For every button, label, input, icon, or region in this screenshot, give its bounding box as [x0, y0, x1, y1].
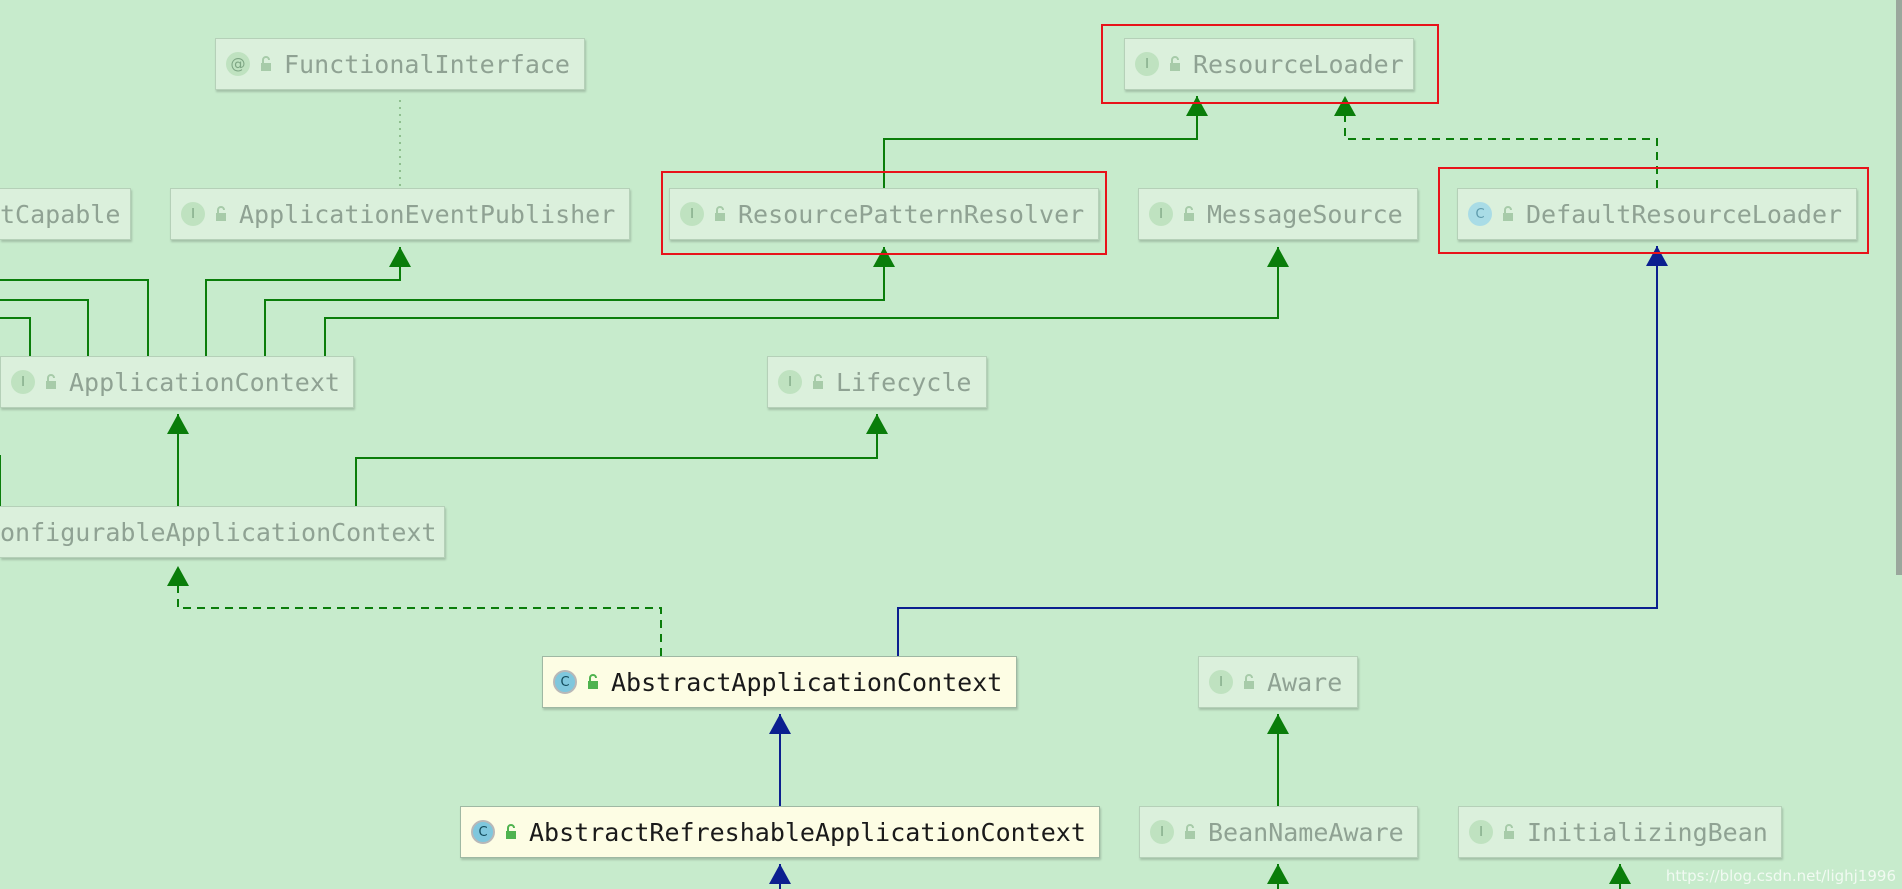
edge-appcontext-to-messagesource-arrowhead: [1267, 247, 1289, 267]
edge-beannameaware-to-aware-arrowhead: [1267, 714, 1289, 734]
node-configurable-application-context[interactable]: onfigurableApplicationContext: [0, 506, 445, 558]
interface-icon: I: [11, 370, 35, 394]
node-abstract-application-context[interactable]: C AbstractApplicationContext: [542, 656, 1017, 708]
node-label: AbstractApplicationContext: [611, 667, 1003, 697]
class-icon: C: [1468, 202, 1492, 226]
abstract-class-icon: C: [553, 670, 577, 694]
edge-abstractappctx-to-defaultresourceloader-arrowhead: [1646, 246, 1668, 266]
node-label: ApplicationContext: [69, 367, 340, 397]
edge-initializingbean-child-stub-arrowhead: [1609, 864, 1631, 884]
highlight-box-default-resource-loader: [1438, 167, 1869, 254]
edge-configurable-to-appcontext-arrowhead: [167, 414, 189, 434]
edge-appcontext-to-resourcepatternresolver: [264, 247, 885, 356]
node-lifecycle[interactable]: I Lifecycle: [767, 356, 987, 408]
interface-icon: I: [181, 202, 205, 226]
lock-icon: [43, 374, 59, 390]
interface-icon: I: [778, 370, 802, 394]
edge-beannameaware-child-stub-arrowhead: [1267, 864, 1289, 884]
lock-icon: [1501, 824, 1517, 840]
edge-defaultresourceloader-to-resourceloader: [1344, 96, 1658, 188]
interface-icon: I: [680, 202, 704, 226]
lock-icon: [1241, 674, 1257, 690]
node-label: ResourcePatternResolver: [738, 199, 1085, 229]
node-environment-capable[interactable]: tCapable: [0, 188, 131, 240]
lock-icon: [585, 674, 601, 690]
interface-icon: I: [1149, 202, 1173, 226]
node-default-resource-loader[interactable]: C DefaultResourceLoader: [1457, 188, 1857, 240]
vertical-scrollbar[interactable]: [1896, 0, 1902, 575]
edge-configurable-to-lifecycle: [355, 414, 878, 506]
node-bean-name-aware[interactable]: I BeanNameAware: [1139, 806, 1418, 858]
node-label: Lifecycle: [836, 367, 972, 397]
edge-appcontext-to-left-2: [0, 299, 89, 356]
edge-abstractrefreshable-to-abstractappctx-arrowhead: [769, 714, 791, 734]
node-label: MessageSource: [1207, 199, 1403, 229]
lock-icon: [712, 206, 728, 222]
lock-icon: [258, 56, 274, 72]
lock-icon: [810, 374, 826, 390]
edge-appcontext-to-left-1: [0, 279, 149, 356]
abstract-class-icon: C: [471, 820, 495, 844]
edge-abstractappctx-to-configurable: [177, 566, 662, 656]
edge-resourcepatternresolver-to-resourceloader-arrowhead: [1186, 96, 1208, 116]
edge-appcontext-to-publisher-arrowhead: [389, 247, 411, 267]
node-functional-interface[interactable]: @ FunctionalInterface: [215, 38, 585, 90]
lock-icon: [503, 824, 519, 840]
edge-appcontext-to-left-3: [0, 317, 31, 356]
edge-abstractappctx-to-configurable-arrowhead: [167, 566, 189, 586]
lock-icon: [1181, 206, 1197, 222]
node-resource-pattern-resolver[interactable]: I ResourcePatternResolver: [669, 188, 1099, 240]
node-label: ResourceLoader: [1193, 49, 1404, 79]
edge-appcontext-to-messagesource: [324, 247, 1279, 356]
node-application-context[interactable]: I ApplicationContext: [0, 356, 354, 408]
node-label: tCapable: [0, 199, 121, 229]
edge-refreshable-child-stub-arrowhead: [769, 864, 791, 884]
interface-icon: I: [1150, 820, 1174, 844]
node-abstract-refreshable-application-context[interactable]: C AbstractRefreshableApplicationContext: [460, 806, 1100, 858]
node-message-source[interactable]: I MessageSource: [1138, 188, 1418, 240]
node-label: DefaultResourceLoader: [1526, 199, 1843, 229]
node-label: AbstractRefreshableApplicationContext: [529, 817, 1086, 847]
lock-icon: [213, 206, 229, 222]
highlight-box-resource-loader: [1101, 24, 1439, 104]
annotation-type-icon: @: [226, 52, 250, 76]
lock-icon: [1167, 56, 1183, 72]
node-initializing-bean[interactable]: I InitializingBean: [1458, 806, 1782, 858]
interface-icon: I: [1469, 820, 1493, 844]
node-label: InitializingBean: [1527, 817, 1768, 847]
edge-appcontext-to-resourcepatternresolver-arrowhead: [873, 247, 895, 267]
interface-icon: I: [1135, 52, 1159, 76]
node-label: Aware: [1267, 667, 1343, 697]
interface-icon: I: [1209, 670, 1233, 694]
node-label: BeanNameAware: [1208, 817, 1404, 847]
node-aware[interactable]: I Aware: [1198, 656, 1358, 708]
highlight-box-resource-pattern-resolver: [661, 171, 1107, 255]
edge-defaultresourceloader-to-resourceloader-arrowhead: [1334, 96, 1356, 116]
lock-icon: [1182, 824, 1198, 840]
node-label: ApplicationEventPublisher: [239, 199, 616, 229]
edge-configurable-to-lifecycle-arrowhead: [866, 414, 888, 434]
edge-abstractappctx-to-defaultresourceloader: [897, 246, 1658, 656]
node-label: onfigurableApplicationContext: [0, 517, 437, 547]
lock-icon: [1500, 206, 1516, 222]
edge-appcontext-to-publisher: [205, 247, 401, 356]
node-label: FunctionalInterface: [284, 49, 570, 79]
node-resource-loader[interactable]: I ResourceLoader: [1124, 38, 1414, 90]
node-application-event-publisher[interactable]: I ApplicationEventPublisher: [170, 188, 630, 240]
edge-resourcepatternresolver-to-resourceloader: [883, 96, 1198, 188]
watermark: https://blog.csdn.net/lighj1996: [1665, 867, 1896, 885]
